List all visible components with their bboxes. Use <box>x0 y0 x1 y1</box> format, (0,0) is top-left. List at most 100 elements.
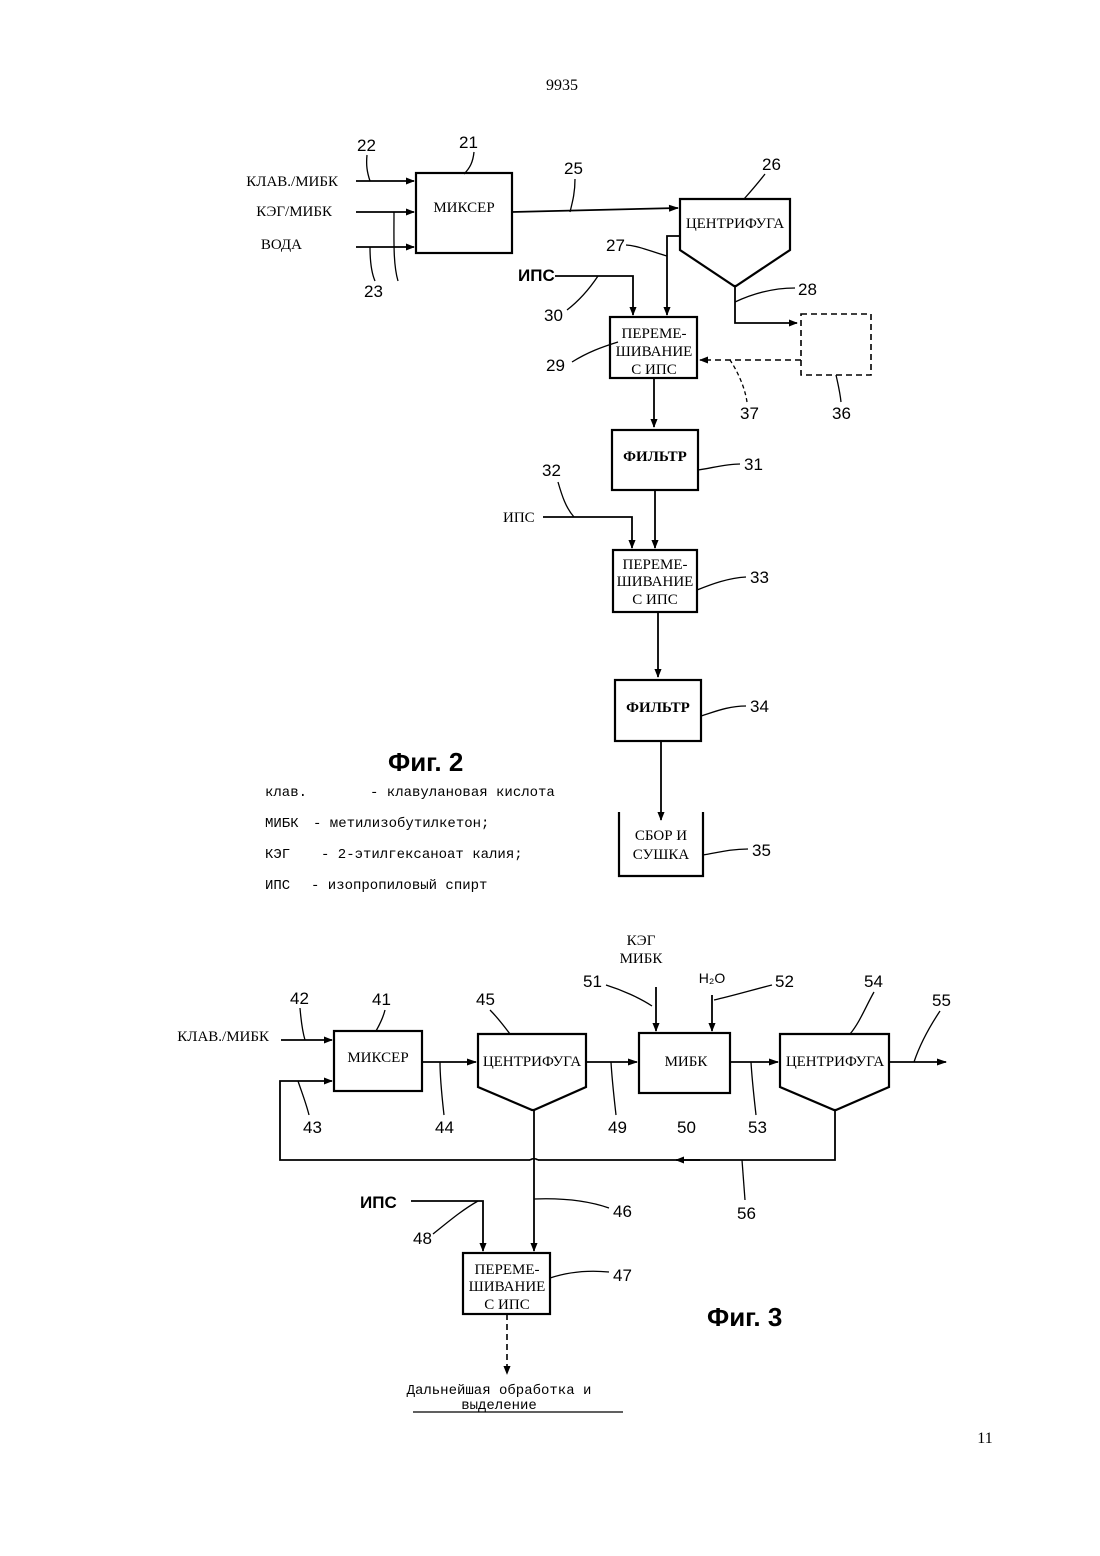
fig3-mix-label-2: ШИВАНИЕ <box>469 1279 546 1295</box>
fig2-leader-34 <box>701 706 746 716</box>
fig2-leader-28 <box>735 288 795 302</box>
fig2-leader-22 <box>367 155 370 181</box>
figure-2: МИКСЕР КЛАВ./МИБК КЭГ/МИБК ВОДА ЦЕНТРИФУ… <box>246 133 871 894</box>
fig3-mibk-label: МИБК <box>665 1054 709 1070</box>
legend-abbr: МИБК <box>265 816 299 832</box>
fig3-input-clav-mibk: КЛАВ./МИБК <box>177 1029 270 1045</box>
fig2-ref-31: 31 <box>744 455 763 474</box>
fig2-mix2-label-3: С ИПС <box>632 592 677 608</box>
fig3-ref-50: 50 <box>677 1118 696 1137</box>
fig2-leader-27 <box>626 245 667 256</box>
page-header-number: 9935 <box>546 77 578 94</box>
fig2-input-keg-mibk: КЭГ/МИБК <box>256 204 333 220</box>
fig2-leader-30 <box>567 276 598 310</box>
fig3-ref-48: 48 <box>413 1229 432 1248</box>
fig3-mixer-label: МИКСЕР <box>347 1050 408 1066</box>
fig2-centrifuge-shape <box>680 199 790 286</box>
fig2-centrifuge-label: ЦЕНТРИФУГА <box>686 216 785 232</box>
fig2-collect-label-2: СУШКА <box>633 847 690 863</box>
fig2-input-ips-top: ИПС <box>518 266 555 285</box>
fig2-filter1-label: ФИЛЬТР <box>623 449 687 465</box>
fig3-ref-53: 53 <box>748 1118 767 1137</box>
fig2-legend: клав. - клавулановая кислота МИБК - мети… <box>265 785 555 894</box>
fig3-ref-41: 41 <box>372 990 391 1009</box>
fig2-ref-27: 27 <box>606 236 625 255</box>
fig2-mix1-label-2: ШИВАНИЕ <box>616 344 693 360</box>
fig3-ref-42: 42 <box>290 989 309 1008</box>
legend-desc: - метилизобутилкетон; <box>313 815 489 832</box>
fig2-ref-26: 26 <box>762 155 781 174</box>
fig3-centrifuge1-label: ЦЕНТРИФУГА <box>483 1054 582 1070</box>
fig2-ref-28: 28 <box>798 280 817 299</box>
fig3-leader-54 <box>850 992 874 1034</box>
fig3-ref-44: 44 <box>435 1118 454 1137</box>
fig2-input-water: ВОДА <box>261 237 302 253</box>
fig3-leader-49 <box>611 1062 616 1115</box>
fig2-leader-36 <box>836 375 841 402</box>
fig2-ref-25: 25 <box>564 159 583 178</box>
fig3-leader-41 <box>376 1010 385 1031</box>
fig3-ref-46: 46 <box>613 1202 632 1221</box>
fig3-leader-53 <box>751 1062 756 1115</box>
fig3-input-ips: ИПС <box>360 1193 397 1212</box>
legend-desc: - клавулановая кислота <box>370 785 555 801</box>
fig2-ref-34: 34 <box>750 697 769 716</box>
fig3-ref-55: 55 <box>932 991 951 1010</box>
fig3-leader-56 <box>742 1160 745 1200</box>
fig2-mix1-label-1: ПЕРЕМЕ- <box>622 326 687 342</box>
fig2-flow-27 <box>667 236 680 315</box>
fig3-leader-46 <box>534 1199 609 1208</box>
fig3-input-h2o: H₂O <box>699 970 726 986</box>
fig2-leader-31 <box>698 464 740 470</box>
fig3-leader-55 <box>914 1011 940 1062</box>
fig3-further-line-1: Дальнейшая обработка и <box>407 1382 592 1399</box>
fig3-centrifuge2-shape <box>780 1034 889 1110</box>
legend-abbr: клав. <box>265 785 307 801</box>
fig3-ref-54: 54 <box>864 972 883 991</box>
fig2-ref-32: 32 <box>542 461 561 480</box>
fig2-collect-label-1: СБОР И <box>635 828 687 844</box>
fig2-ref-23: 23 <box>364 282 383 301</box>
legend-abbr: КЭГ <box>265 847 290 863</box>
fig2-ref-36: 36 <box>832 404 851 423</box>
fig2-ref-37: 37 <box>740 404 759 423</box>
fig3-ref-43: 43 <box>303 1118 322 1137</box>
legend-desc: - 2-этилгексаноат калия; <box>321 847 523 863</box>
fig2-leader-33 <box>697 577 746 590</box>
fig2-mixer-label: МИКСЕР <box>433 200 494 216</box>
fig3-leader-52 <box>714 985 772 1000</box>
fig3-input-keg: КЭГ <box>627 933 656 949</box>
fig2-flow-25 <box>512 208 678 212</box>
fig2-leader-24 <box>370 247 375 281</box>
fig2-title: Фиг. 2 <box>388 747 463 777</box>
fig3-leader-45 <box>490 1010 510 1034</box>
fig2-leader-32 <box>558 482 574 517</box>
fig3-ref-52: 52 <box>775 972 794 991</box>
fig3-leader-51 <box>606 985 652 1006</box>
fig2-ref-29: 29 <box>546 356 565 375</box>
fig2-ref-35: 35 <box>752 841 771 860</box>
fig2-leader-25 <box>570 179 575 212</box>
fig2-optional-box-36 <box>801 314 871 375</box>
fig3-leader-48 <box>433 1201 478 1234</box>
fig3-ref-51: 51 <box>583 972 602 991</box>
fig2-ref-22: 22 <box>357 136 376 155</box>
fig3-input-mibk: МИБК <box>620 951 664 967</box>
fig3-mix-label-3: С ИПС <box>484 1297 529 1313</box>
fig2-input-clav-mibk: КЛАВ./МИБК <box>246 174 339 190</box>
fig3-leader-43 <box>298 1081 309 1115</box>
fig2-leader-37 <box>730 360 747 402</box>
fig2-mix1-label-3: С ИПС <box>631 362 676 378</box>
fig2-collect-container <box>619 812 703 876</box>
fig2-leader-35 <box>703 849 748 855</box>
figure-3: МИКСЕР КЛАВ./МИБК ЦЕНТРИФУГА МИБК КЭГ МИ… <box>177 933 951 1414</box>
fig2-ref-21: 21 <box>459 133 478 152</box>
fig2-leader-26 <box>744 174 765 199</box>
fig3-ref-49: 49 <box>608 1118 627 1137</box>
fig3-ref-56: 56 <box>737 1204 756 1223</box>
fig2-ref-33: 33 <box>750 568 769 587</box>
fig3-leader-42 <box>300 1008 305 1040</box>
fig3-centrifuge2-label: ЦЕНТРИФУГА <box>786 1054 885 1070</box>
fig3-title: Фиг. 3 <box>707 1302 782 1332</box>
